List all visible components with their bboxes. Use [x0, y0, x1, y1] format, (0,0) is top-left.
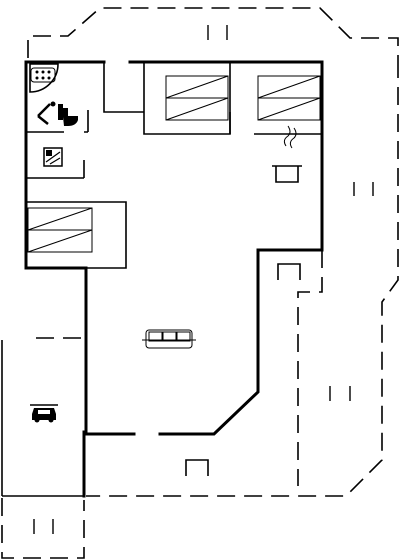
terrace-east-outline: [86, 60, 399, 497]
interior-walls: [1, 62, 322, 497]
bedroom-3-wall: [229, 112, 322, 135]
sofa-icon: [142, 329, 196, 349]
terrace-north-outline: [27, 7, 399, 60]
bedroom-1-bed: [27, 207, 93, 253]
washing-machine-icon: [43, 147, 63, 167]
hall-wall: [103, 62, 144, 113]
terrace-outline: [1, 7, 399, 559]
toilet-icon: [58, 104, 78, 126]
bedroom-1-wall: [26, 201, 127, 269]
double-bed-icon: [27, 207, 93, 253]
exterior-walls: [24, 60, 324, 498]
bedroom-2-bed: [165, 75, 229, 121]
shower-icon: [29, 63, 59, 93]
stove-pot-icon: [272, 125, 302, 183]
double-bed-icon: [257, 75, 321, 121]
carport-bottom-outline: [1, 498, 85, 559]
bathroom-wall: [26, 110, 89, 133]
sink-icon: [37, 101, 56, 125]
washbasin-icon: [30, 67, 56, 83]
bedroom-3-bed: [257, 75, 321, 121]
bedroom-2-wall: [143, 62, 231, 135]
terrace-markers: [33, 25, 374, 534]
technical-room-wall: [26, 160, 85, 179]
double-bed-icon: [165, 75, 229, 121]
bathroom-fixtures: [29, 63, 78, 126]
car-icon: [30, 404, 58, 423]
terrace-inner-outline: [297, 250, 323, 486]
